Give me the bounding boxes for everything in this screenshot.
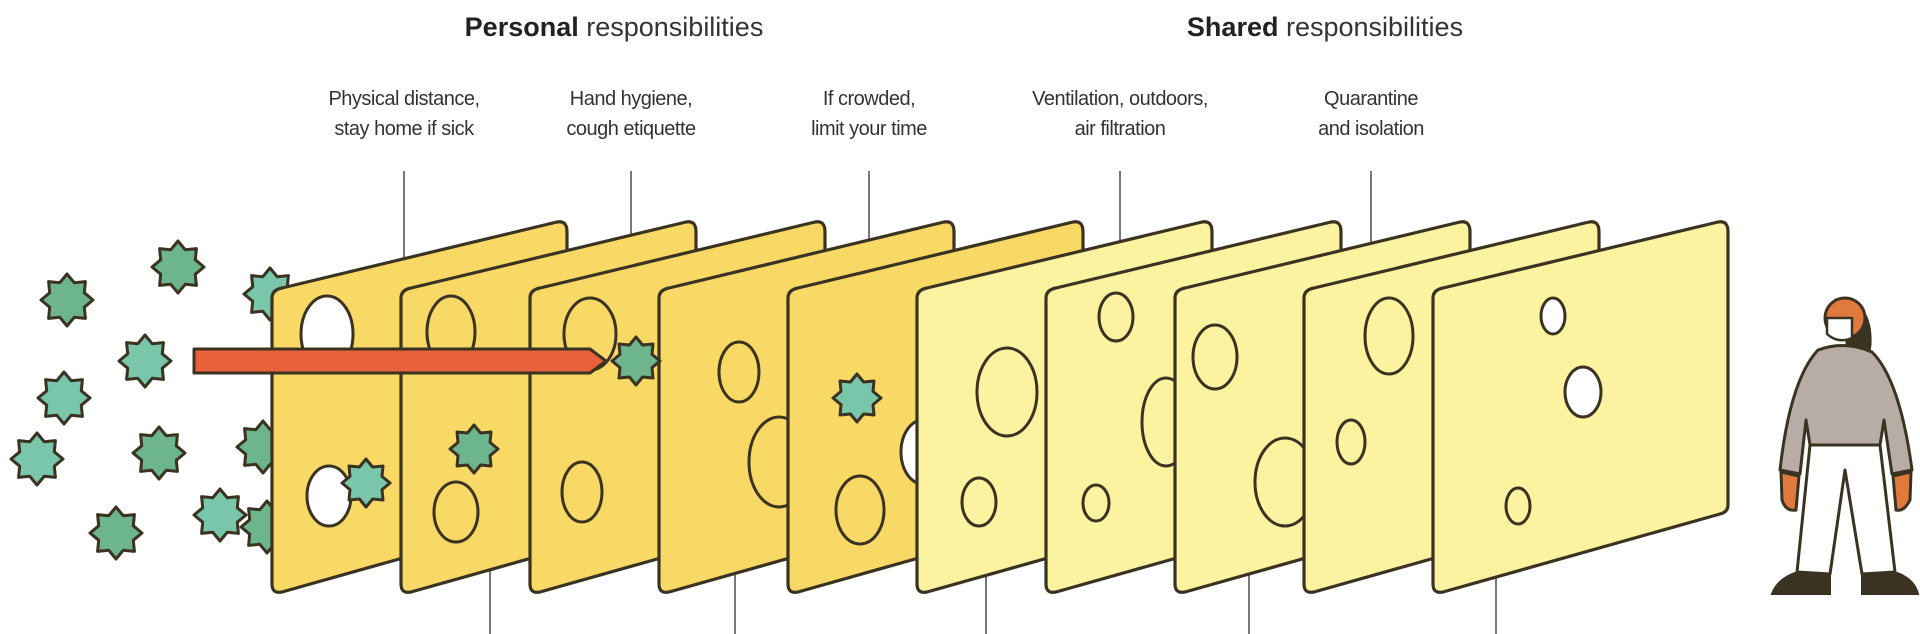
label-line: Hand hygiene, bbox=[569, 88, 693, 110]
virus-icon bbox=[150, 239, 206, 295]
slice-hole bbox=[1191, 323, 1239, 391]
label-if-crowded: If crowded, limit your time bbox=[811, 84, 927, 144]
arrow-shape bbox=[192, 347, 608, 375]
label-line: Quarantine bbox=[1324, 88, 1418, 110]
transmission-arrow bbox=[192, 347, 608, 375]
virus-icon bbox=[340, 457, 392, 509]
virus-icon bbox=[39, 272, 95, 328]
virus-icon bbox=[36, 370, 92, 426]
heading-rest: responsibilities bbox=[586, 12, 764, 42]
left-shoe bbox=[1770, 570, 1831, 595]
cheese-slices bbox=[270, 220, 1730, 594]
label-physical-distance: Physical distance, stay home if sick bbox=[328, 84, 480, 144]
label-line: If crowded, bbox=[822, 88, 916, 110]
face-mask-icon bbox=[1825, 316, 1854, 342]
heading-rest: responsibilities bbox=[1285, 12, 1464, 42]
slice-hole bbox=[560, 460, 604, 524]
slice-hole bbox=[1563, 365, 1603, 419]
virus-icon bbox=[448, 423, 500, 475]
slice-hole bbox=[1539, 296, 1567, 336]
label-line: and isolation bbox=[1318, 118, 1424, 140]
virus-icon bbox=[88, 505, 144, 561]
slice-hole bbox=[1504, 486, 1532, 526]
slice-hole bbox=[432, 480, 480, 544]
heading-personal-responsibilities: Personal responsibilities bbox=[465, 12, 764, 43]
sweater bbox=[1778, 344, 1914, 476]
label-line: limit your time bbox=[811, 118, 927, 140]
virus-icon bbox=[131, 425, 187, 481]
virus-group-front bbox=[340, 335, 883, 509]
virus-icon bbox=[610, 335, 662, 387]
heading-shared-responsibilities: Shared responsibilities bbox=[1187, 12, 1463, 43]
heading-bold: Personal bbox=[464, 12, 579, 42]
cheese-slice bbox=[1431, 220, 1730, 594]
left-hand bbox=[1779, 470, 1801, 512]
label-line: Physical distance, bbox=[328, 88, 480, 110]
label-ventilation: Ventilation, outdoors, air filtration bbox=[1032, 84, 1208, 144]
right-hand bbox=[1891, 470, 1913, 512]
slice-hole bbox=[1081, 483, 1111, 523]
slice-hole bbox=[960, 476, 998, 528]
trousers bbox=[1795, 443, 1897, 576]
label-hand-hygiene: Hand hygiene, cough etiquette bbox=[566, 84, 696, 144]
slice-hole bbox=[975, 346, 1039, 438]
person-figure bbox=[1770, 296, 1920, 595]
label-quarantine: Quarantine and isolation bbox=[1318, 84, 1424, 144]
slice-hole bbox=[1097, 291, 1135, 343]
slice-hole bbox=[1335, 418, 1367, 466]
virus-icon bbox=[9, 431, 65, 487]
slice-hole bbox=[717, 340, 761, 404]
heading-bold: Shared bbox=[1186, 12, 1279, 42]
virus-icon bbox=[192, 487, 248, 543]
label-line: stay home if sick bbox=[334, 118, 474, 140]
right-shoe bbox=[1861, 570, 1920, 595]
virus-icon bbox=[831, 372, 883, 424]
slice-hole bbox=[305, 464, 353, 528]
label-line: Ventilation, outdoors, bbox=[1032, 88, 1208, 110]
label-line: cough etiquette bbox=[566, 118, 696, 140]
slice-hole bbox=[834, 474, 886, 546]
slice-hole bbox=[1363, 296, 1415, 376]
virus-icon bbox=[117, 333, 173, 389]
label-line: air filtration bbox=[1074, 118, 1166, 140]
